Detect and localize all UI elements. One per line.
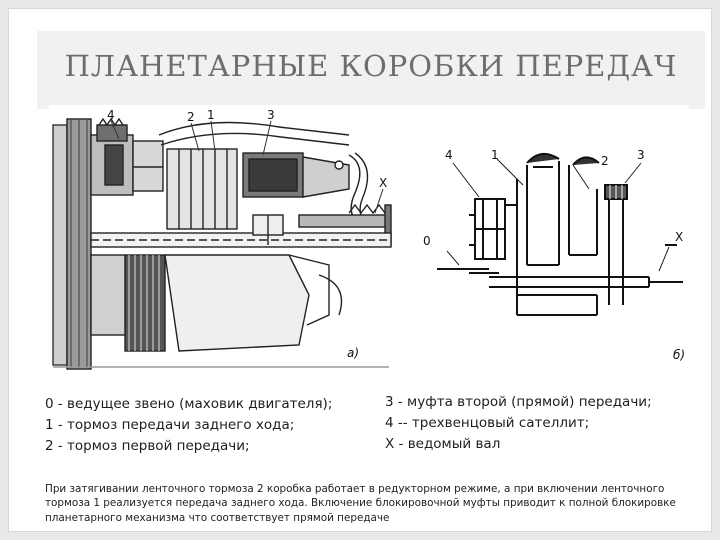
legend-left: 0 - ведущее звено (маховик двигателя); 1… xyxy=(45,395,345,458)
legend-item: 4 -- трехвенцовый сателлит; xyxy=(385,415,590,431)
legend-item: X - ведомый вал xyxy=(385,436,501,452)
label-b-x: X xyxy=(675,230,683,244)
panel-b-label: б) xyxy=(673,348,685,362)
legend-item: 3 - муфта второй (прямой) передачи; xyxy=(385,394,652,410)
panel-a-label: а) xyxy=(347,346,359,360)
legend-item: 0 - ведущее звено (маховик двигателя); xyxy=(45,396,333,412)
legend-right: 3 - муфта второй (прямой) передачи; 4 --… xyxy=(385,393,685,456)
label-a-x: X xyxy=(379,176,387,190)
kinematic-scheme xyxy=(437,152,683,316)
title-band: ПЛАНЕТАРНЫЕ КОРОБКИ ПЕРЕДАЧ xyxy=(37,31,705,109)
gearbox-figure: 4 2 1 3 X а) xyxy=(49,105,689,373)
label-b-0: 0 xyxy=(423,234,431,248)
slide-title: ПЛАНЕТАРНЫЕ КОРОБКИ ПЕРЕДАЧ xyxy=(64,49,678,83)
legend-item: 1 - тормоз передачи заднего хода; xyxy=(45,417,295,433)
sectional-drawing xyxy=(52,117,392,370)
explanation-note: При затягивании ленточного тормоза 2 кор… xyxy=(45,483,676,524)
label-a-1: 1 xyxy=(207,108,215,122)
label-a-2: 2 xyxy=(187,110,195,124)
label-b-4: 4 xyxy=(445,148,453,162)
legend-item: 2 - тормоз первой передачи; xyxy=(45,438,250,454)
label-a-3: 3 xyxy=(267,108,275,122)
label-b-2: 2 xyxy=(601,154,609,168)
label-a-4: 4 xyxy=(107,108,115,122)
slide: ПЛАНЕТАРНЫЕ КОРОБКИ ПЕРЕДАЧ xyxy=(8,8,712,532)
label-b-1: 1 xyxy=(491,148,499,162)
label-b-3: 3 xyxy=(637,148,645,162)
